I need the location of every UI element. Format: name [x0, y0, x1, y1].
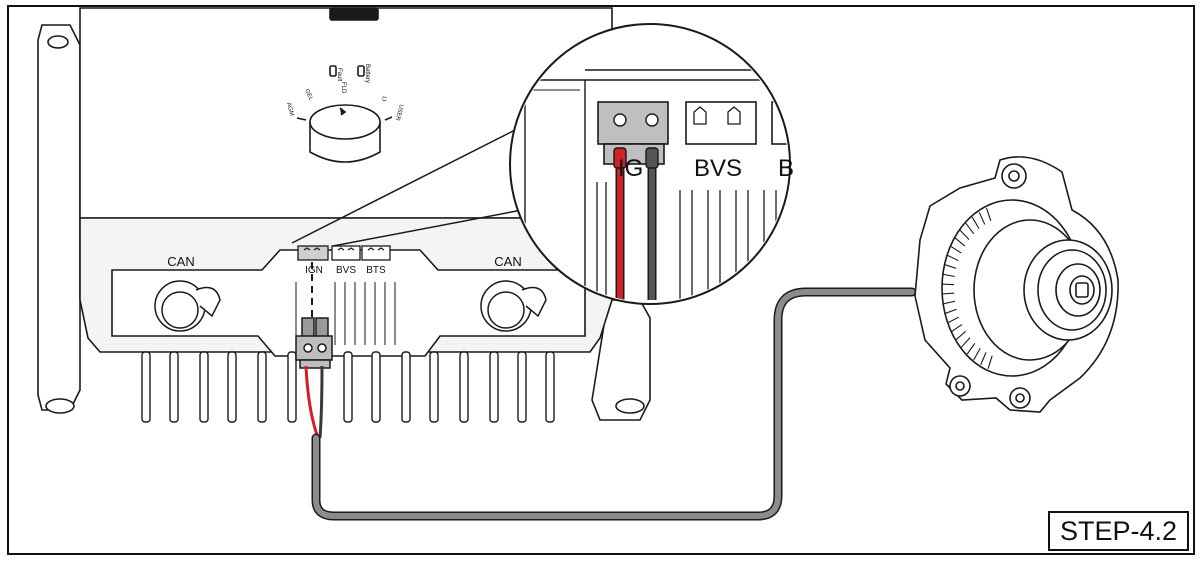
alternator-rib	[942, 292, 955, 295]
heatsink-fin	[287, 351, 297, 423]
dial-tick	[296, 117, 307, 121]
panel-port-ign: IGN	[305, 265, 323, 276]
panel-terminal-block	[297, 245, 391, 261]
heatsink-fin	[141, 351, 151, 423]
ign-plug	[295, 317, 333, 369]
fault-led	[329, 65, 337, 77]
diagram-frame	[7, 5, 1195, 555]
panel-grille	[295, 282, 396, 345]
heatsink-fin	[227, 351, 237, 423]
alternator-rib	[954, 237, 966, 247]
dial-setting-gel: GEL	[303, 88, 314, 102]
alternator-rib	[955, 330, 967, 341]
alternator-rib	[944, 308, 957, 314]
heatsink-fin	[489, 351, 499, 423]
heatsink-fin	[517, 351, 527, 423]
charger-device	[37, 7, 651, 421]
alternator-rib	[943, 300, 956, 305]
zoom-detail	[512, 26, 788, 302]
alternator-rib	[960, 337, 971, 348]
positive-wire	[304, 365, 320, 439]
heatsink-fin	[257, 351, 267, 423]
alternator-rib	[942, 283, 955, 286]
heatsink-fin	[371, 351, 381, 423]
recessed-panel	[111, 249, 586, 357]
battery-label: Battery	[364, 64, 370, 83]
fault-label: Fault	[336, 68, 342, 82]
heatsink-fins	[141, 351, 555, 423]
zoom-port-bts: B	[778, 155, 794, 182]
alternator-rib	[959, 229, 970, 241]
alternator-rib	[947, 316, 960, 324]
alternator-rib	[980, 352, 987, 366]
dial-setting-agm: AGM	[285, 102, 294, 117]
right-bottom-mount-hole	[615, 398, 645, 414]
cable	[313, 289, 915, 519]
dial-tick	[384, 116, 393, 121]
can-left-label: CAN	[167, 254, 194, 269]
panel-port-bts: BTS	[366, 265, 386, 276]
alternator-rib	[971, 216, 980, 230]
can-connector-left	[154, 280, 221, 332]
heatsink-fin	[343, 351, 353, 423]
heatsink-fin	[459, 351, 469, 423]
battery-led	[357, 65, 365, 77]
alternator-rib	[966, 342, 976, 355]
heatsink-fin	[429, 351, 439, 423]
zoom-port-ign: IG	[618, 155, 643, 182]
alternator-rib	[965, 222, 975, 235]
heatsink-fin	[169, 351, 179, 423]
alternator-rib	[973, 347, 981, 361]
alternator-rib	[951, 323, 963, 332]
alternator-rib	[985, 207, 992, 222]
alternator	[914, 156, 1119, 413]
zoom-port-bvs: BVS	[694, 155, 742, 182]
alternator-rib	[947, 254, 959, 262]
alternator-rib	[987, 355, 993, 369]
step-label: STEP-4.2	[1048, 511, 1189, 551]
dial-setting-fld: FLD	[340, 82, 346, 94]
panel-port-bvs: BVS	[336, 265, 356, 276]
mode-dial	[296, 65, 393, 163]
heatsink-fin	[401, 351, 411, 423]
zoom-leader-top	[291, 129, 516, 244]
dial-knob-top	[309, 104, 381, 140]
left-bottom-mount-hole	[45, 398, 75, 414]
alternator-rib	[942, 273, 955, 278]
dial-setting-li: LI	[380, 96, 387, 102]
left-top-mount-hole	[47, 35, 69, 49]
alternator-rib	[944, 264, 957, 269]
can-connector-right	[480, 280, 547, 332]
top-handle	[329, 7, 379, 21]
left-mounting-flange	[37, 24, 81, 411]
zoom-leader-bottom	[332, 209, 523, 247]
alternator-rib	[950, 245, 962, 254]
dial-setting-user: USER	[394, 103, 404, 121]
alternator-cooling-ribs	[942, 207, 993, 369]
heatsink-fin	[199, 351, 209, 423]
negative-wire	[318, 365, 324, 439]
alternator-rib	[978, 211, 986, 225]
dial-pointer	[339, 107, 347, 116]
can-right-label: CAN	[494, 254, 521, 269]
heatsink-fin	[545, 351, 555, 423]
